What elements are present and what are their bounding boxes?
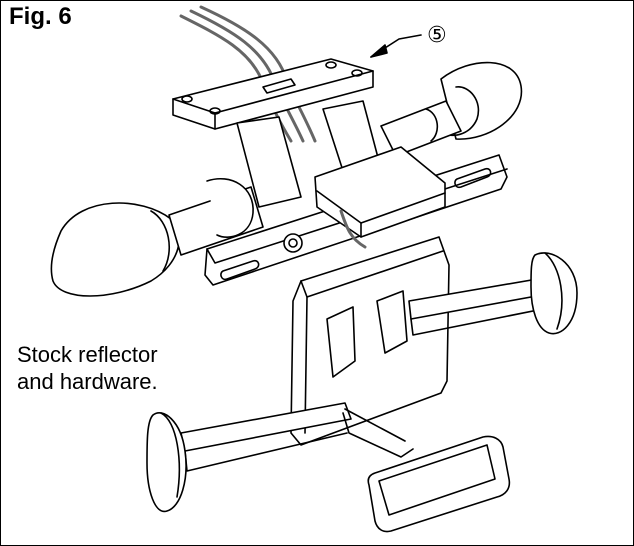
caption-line-1: Stock reflector [17, 342, 158, 367]
caption: Stock reflector and hardware. [17, 341, 237, 395]
center-spine [342, 408, 414, 458]
callout-number: ⑤ [427, 23, 447, 48]
reflector-plate [367, 435, 511, 533]
caption-line-2: and hardware. [17, 369, 158, 394]
left-lower-arm [146, 402, 352, 513]
right-lower-arm [408, 252, 578, 336]
right-turn-signal [380, 61, 523, 157]
callout-arrow [370, 34, 422, 58]
left-turn-signal [50, 178, 264, 297]
top-mounting-plate [172, 58, 374, 130]
wire-cover-block [314, 146, 446, 249]
figure-title: Fig. 6 [9, 3, 72, 30]
